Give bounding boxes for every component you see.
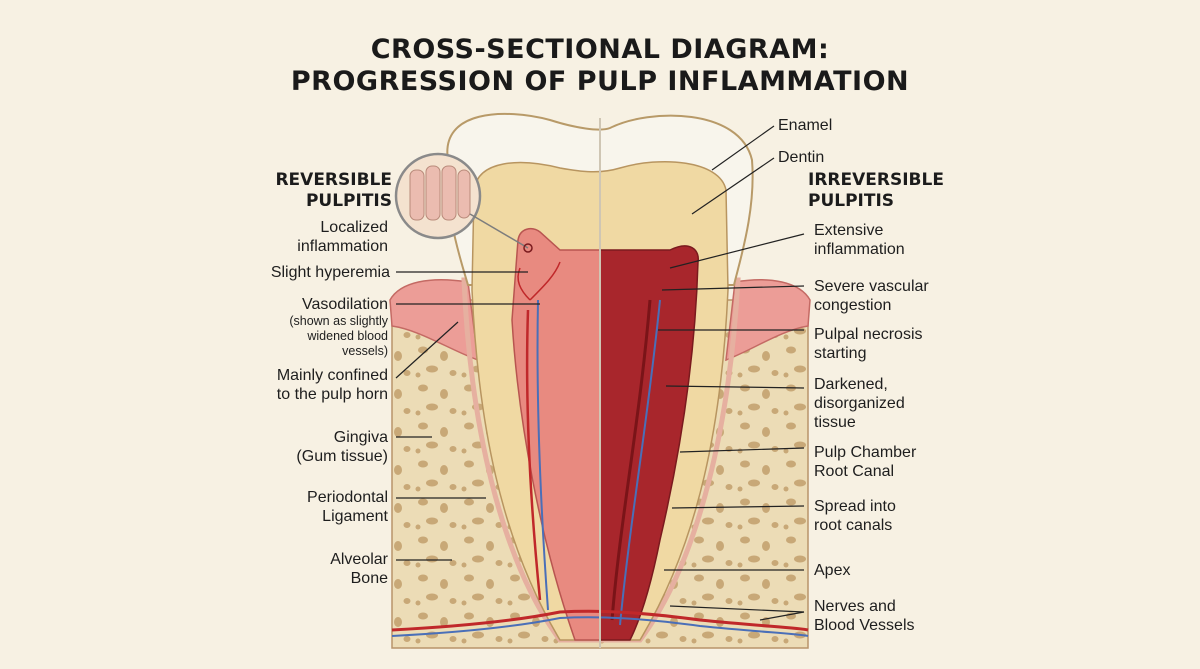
- label-pulpal-necrosis: Pulpal necrosis starting: [814, 326, 923, 362]
- label-slight-hyperemia: Slight hyperemia: [270, 264, 390, 281]
- label-enamel: Enamel: [778, 117, 833, 134]
- label-gingiva: Gingiva (Gum tissue): [296, 429, 388, 465]
- right-leader-lines: [658, 125, 805, 621]
- label-dentin: Dentin: [778, 149, 825, 166]
- reversible-heading: REVERSIBLE PULPITIS: [275, 170, 392, 212]
- pulp-reversible: [511, 227, 600, 641]
- label-extensive-inflammation: Extensive inflammation: [814, 222, 905, 258]
- blood-vessel: [391, 609, 809, 632]
- label-periodontal-ligament: Periodontal Ligament: [307, 489, 388, 525]
- label-localized-inflammation: Localized inflammation: [297, 219, 388, 255]
- reversible-heading-line-1: REVERSIBLE: [275, 170, 392, 190]
- label-nerves-blood-vessels: Nerves and Blood Vessels: [814, 598, 915, 634]
- label-vasodilation: Vasodilation (shown as slightly widened …: [289, 296, 388, 358]
- magnified-cell-inset: [394, 152, 533, 253]
- irreversible-heading-line-1: IRREVERSIBLE: [808, 170, 944, 190]
- title-line-2: PROGRESSION OF PULP INFLAMMATION: [290, 66, 910, 97]
- reversible-heading-line-2: PULPITIS: [305, 191, 392, 211]
- title-line-1: CROSS-SECTIONAL DIAGRAM:: [370, 34, 830, 65]
- nerve: [391, 616, 809, 637]
- irreversible-heading-line-2: PULPITIS: [808, 191, 895, 211]
- label-spread-into-root-canals: Spread into root canals: [814, 498, 896, 534]
- irreversible-heading: IRREVERSIBLE PULPITIS: [808, 170, 944, 212]
- label-alveolar-bone: Alveolar Bone: [330, 551, 388, 587]
- label-apex: Apex: [814, 562, 851, 579]
- label-darkened-tissue: Darkened, disorganized tissue: [814, 376, 905, 431]
- label-mainly-confined: Mainly confined to the pulp horn: [276, 367, 388, 403]
- label-severe-vascular-congestion: Severe vascular congestion: [814, 278, 929, 314]
- label-pulp-chamber-root-canal: Pulp Chamber Root Canal: [814, 444, 917, 480]
- pulp-irreversible: [600, 245, 699, 641]
- left-leader-lines: [395, 271, 540, 561]
